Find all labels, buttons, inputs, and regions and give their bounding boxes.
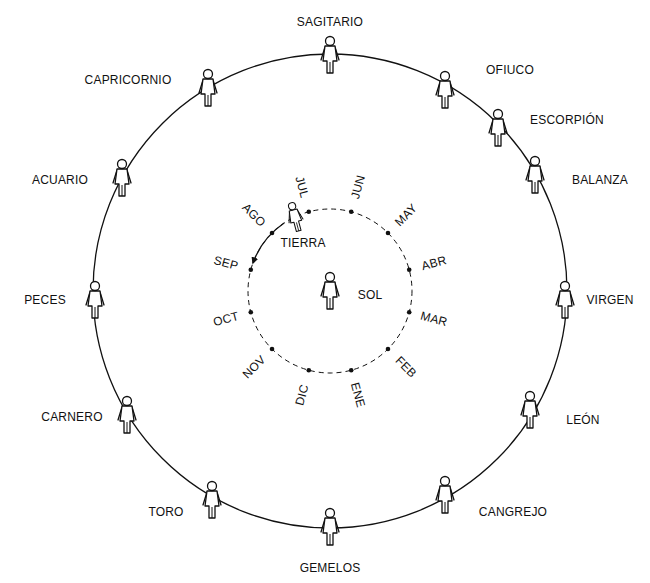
constellation-label: PECES: [24, 293, 66, 307]
month-label: JUN: [348, 173, 368, 200]
month-dot: [270, 347, 275, 352]
constellation-label: ESCORPIÓN: [530, 113, 604, 127]
cancer-figure: [436, 477, 454, 514]
month-label: SEP: [212, 253, 239, 273]
constellation-label: OFIUCO: [486, 63, 534, 77]
constellation-label: SAGITARIO: [297, 15, 363, 29]
month-dot: [248, 310, 253, 315]
sagittarius-figure: [321, 37, 339, 74]
month-label: OCT: [211, 309, 240, 329]
month-dot: [306, 368, 311, 373]
month-label: ABR: [420, 253, 448, 273]
constellation-label: CAPRICORNIO: [85, 73, 172, 87]
earth-label: TIERRA: [280, 236, 325, 250]
gemini-figure: [321, 509, 339, 546]
month-dot: [407, 267, 412, 272]
constellation-label: ACUARIO: [32, 173, 88, 187]
month-label: AGO: [239, 200, 268, 229]
leo-figure: [521, 392, 539, 429]
month-label: FEB: [393, 354, 420, 381]
month-label: MAY: [392, 201, 420, 229]
sun-label: SOL: [358, 288, 383, 302]
month-dot: [407, 310, 412, 315]
month-label: NOV: [239, 353, 268, 382]
ophiuchus-figure: [436, 72, 454, 109]
month-label: JUL: [292, 174, 311, 199]
aries-figure: [118, 397, 136, 434]
sun-figure: [321, 273, 339, 310]
zodiac-circle: [93, 54, 567, 528]
taurus-figure: [203, 482, 221, 519]
constellation-label: TORO: [148, 505, 183, 519]
constellation-label: BALANZA: [572, 173, 628, 187]
month-label: MAR: [419, 309, 449, 330]
pisces-figure: [86, 282, 104, 319]
month-dot: [386, 347, 391, 352]
constellation-label: GEMELOS: [300, 561, 361, 575]
month-dot: [349, 209, 354, 214]
virgo-figure: [556, 282, 574, 319]
aquarius-figure: [113, 160, 131, 197]
earth-orbit: [248, 209, 412, 373]
capricornus-figure: [199, 70, 217, 107]
month-dot: [349, 368, 354, 373]
constellation-label: VIRGEN: [586, 293, 633, 307]
constellation-label: CARNERO: [41, 410, 102, 424]
month-label: DIC: [293, 383, 312, 407]
scorpius-figure: [489, 110, 507, 147]
earth-figure: [284, 201, 305, 233]
month-dot: [306, 209, 311, 214]
libra-figure: [526, 157, 544, 194]
month-dot: [386, 231, 391, 236]
month-label: ENE: [348, 381, 368, 409]
constellation-label: LEÓN: [566, 413, 599, 427]
constellation-label: CANGREJO: [479, 505, 547, 519]
month-dot: [248, 267, 253, 272]
